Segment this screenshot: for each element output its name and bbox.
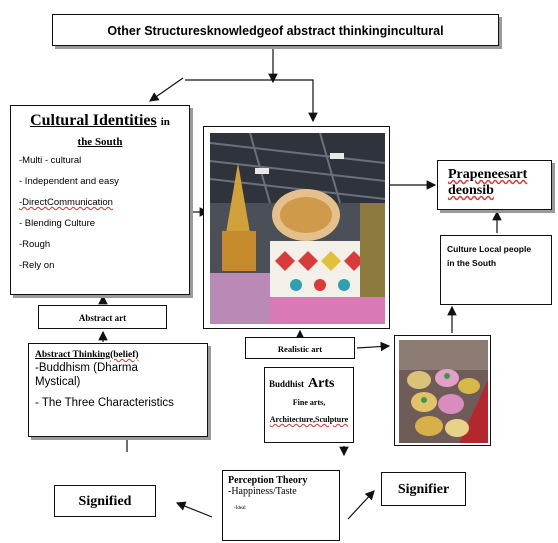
perception-theory-line3: -Ideal — [234, 506, 246, 511]
cultural-identities-title: Cultural Identities in — [19, 112, 181, 130]
culture-local-box: Culture Local people in the South — [440, 235, 552, 305]
abstract-thinking-box: Abstract Thinking(belief) -Buddhism (Dha… — [28, 343, 208, 437]
abstract-thinking-line3: - The Three Characteristics — [35, 397, 174, 409]
offerings-photo-image — [399, 340, 488, 443]
culture-local-line1: Culture Local people — [447, 244, 532, 254]
abstract-art-box: Abstract art — [38, 305, 167, 329]
realistic-art-label: Realistic art — [277, 344, 323, 354]
offerings-photo — [394, 335, 491, 446]
abstract-thinking-title-suffix: (belief) — [110, 350, 139, 360]
prapenee-line1: Prapeneesart — [448, 167, 528, 182]
buddhist-arts-line2: Fine arts, — [292, 398, 326, 407]
cultural-identities-title-line2: the South — [77, 136, 123, 148]
header-box: Other Structuresknowledgeof abstract thi… — [52, 14, 499, 46]
arrow-to-cultural — [149, 77, 184, 102]
cultural-item: - Independent and easy — [19, 176, 119, 187]
buddhist-arts-prefix: Buddhist — [269, 379, 305, 389]
culture-local-line2: in the South — [447, 258, 497, 268]
abstract-thinking-title-main: Abstract Thinking — [35, 350, 111, 360]
cultural-item: -Rely on — [19, 260, 55, 271]
cultural-item: - Blending Culture — [19, 218, 96, 229]
buddhist-arts-main: Arts — [308, 376, 335, 391]
cultural-identities-title-in: in — [160, 116, 170, 128]
signified-box: Signified — [54, 485, 156, 517]
cultural-item: -Rough — [19, 239, 51, 250]
perception-theory-line2: -Happiness/Taste — [228, 486, 297, 497]
cultural-item: -Multi - cultural — [19, 155, 82, 166]
abstract-thinking-line2: Mystical) — [35, 376, 81, 388]
arrow-realistic-to-photo2 — [356, 341, 391, 352]
arrow-to-photo — [185, 79, 318, 123]
abstract-thinking-line1: -Buddhism (Dharma — [35, 362, 138, 374]
perception-theory-box: Perception Theory -Happiness/Taste -Idea… — [222, 470, 340, 541]
arrow-to-signified — [175, 501, 213, 518]
prapenee-line2: deonsib — [448, 183, 494, 198]
temple-photo — [203, 126, 390, 329]
cultural-identities-title-main: Cultural Identities — [30, 112, 157, 129]
realistic-art-box: Realistic art — [245, 337, 355, 359]
perception-theory-title: Perception Theory — [228, 475, 308, 486]
cultural-identities-box: Cultural Identities in the South -Multi … — [10, 105, 190, 295]
prapenee-box: Prapeneesart deonsib — [437, 160, 552, 210]
temple-photo-image — [209, 132, 386, 324]
buddhist-arts-line3: Architecture,Sculpture — [269, 415, 349, 424]
cultural-item: -DirectCommunication — [19, 197, 113, 208]
signified-label: Signified — [78, 494, 132, 509]
abstract-thinking-title: Abstract Thinking(belief) — [35, 350, 201, 360]
buddhist-arts-title: Buddhist Arts — [269, 374, 349, 392]
buddhist-arts-box: Buddhist Arts Fine arts, Architecture,Sc… — [264, 367, 354, 443]
abstract-art-label: Abstract art — [78, 313, 127, 323]
signifier-box: Signifier — [381, 472, 466, 506]
header-title: Other Structuresknowledgeof abstract thi… — [107, 24, 444, 38]
arrow-to-signifier — [347, 490, 375, 520]
signifier-label: Signifier — [397, 482, 450, 497]
